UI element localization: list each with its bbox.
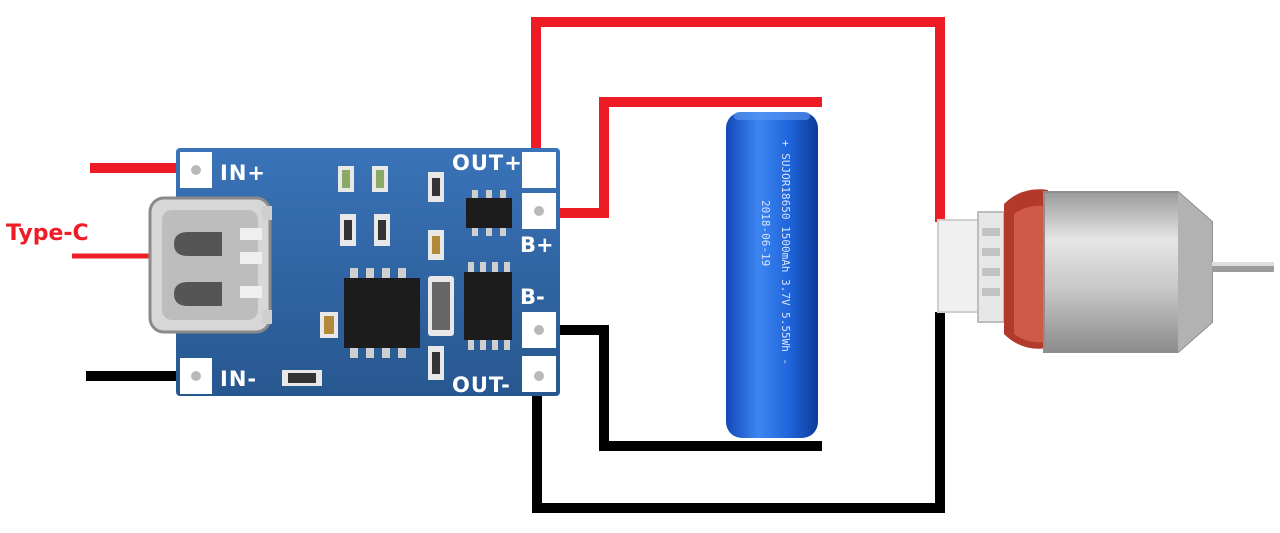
battery-18650: + SUJOR18650 1500mAh 3.7V 5.55Wh - 2018-… xyxy=(726,112,818,438)
b-minus-to-battery-wire xyxy=(538,325,822,451)
type-c-connector xyxy=(148,196,272,334)
motor-shaft xyxy=(1212,262,1274,272)
label-b-plus: B+ xyxy=(520,233,554,257)
board-components xyxy=(282,166,512,386)
charger-board: IN+ IN- OUT+ OUT- B+ B- xyxy=(148,148,560,397)
label-in-minus: IN- xyxy=(220,367,257,391)
positive-wires xyxy=(72,17,945,259)
out-minus-to-motor-wire xyxy=(532,312,945,513)
battery-date: 2018-06-19 xyxy=(759,200,772,266)
battery-body xyxy=(726,112,818,438)
motor-terminal xyxy=(937,219,981,313)
label-out-minus: OUT- xyxy=(452,373,511,397)
label-in-plus: IN+ xyxy=(220,161,266,185)
label-b-minus: B- xyxy=(520,285,545,309)
type-c-label: Type-C xyxy=(6,221,89,246)
out-plus-to-motor-wire xyxy=(531,17,945,222)
pad-out-plus xyxy=(522,152,556,188)
label-out-plus: OUT+ xyxy=(452,151,523,175)
b-plus-to-battery-wire xyxy=(538,97,822,218)
dc-motor xyxy=(937,189,1274,353)
battery-marking: + SUJOR18650 1500mAh 3.7V 5.55Wh - xyxy=(779,140,792,365)
